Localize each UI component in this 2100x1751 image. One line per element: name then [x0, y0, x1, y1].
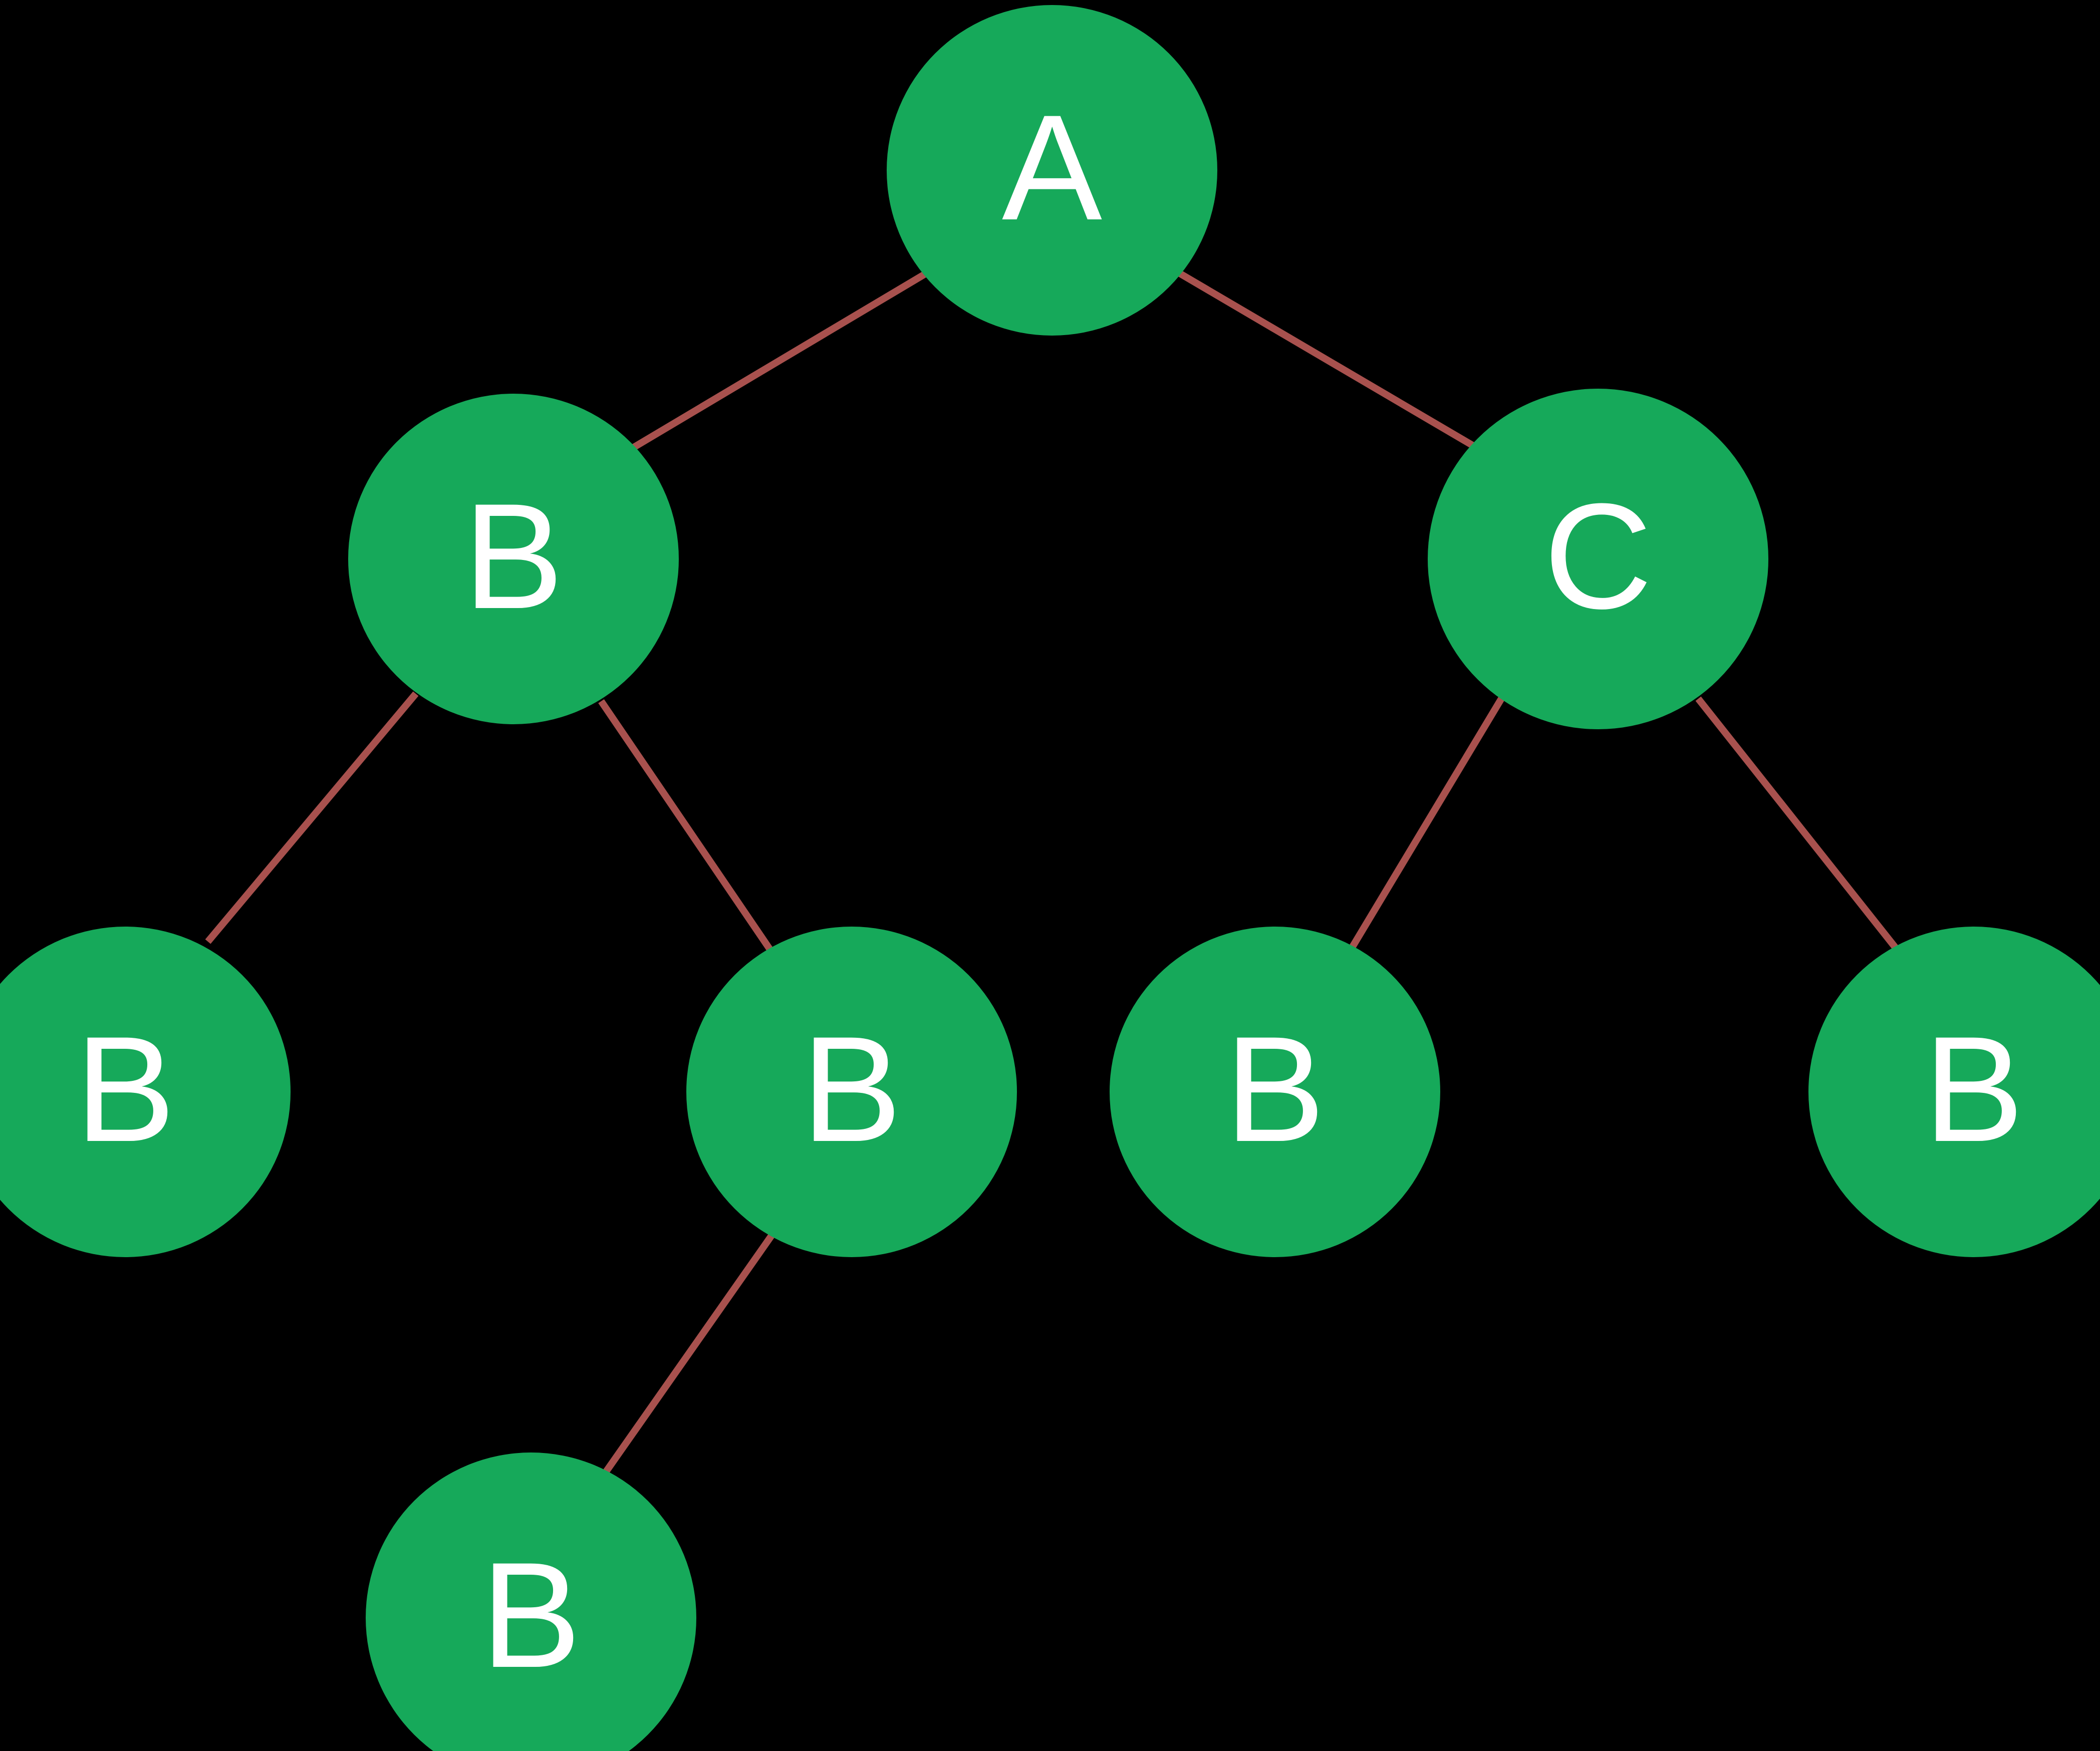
tree-edge	[1173, 267, 1492, 459]
tree-node-b[interactable]: B	[1808, 927, 2100, 1257]
tree-edge	[601, 1230, 777, 1478]
tree-node-label: B	[75, 1005, 176, 1173]
tree-edge	[1695, 696, 1902, 954]
tree-node-label: B	[463, 472, 564, 640]
tree-node-b[interactable]: B	[1110, 927, 1440, 1257]
tree-node-label: B	[1923, 1005, 2024, 1173]
tree-node-b[interactable]: B	[686, 927, 1017, 1257]
tree-node-b[interactable]: B	[0, 927, 291, 1257]
tree-node-a[interactable]: A	[887, 5, 1217, 336]
tree-node-c[interactable]: C	[1428, 389, 1768, 729]
tree-node-label: B	[480, 1531, 582, 1699]
tree-node-b[interactable]: B	[366, 1452, 696, 1751]
tree-edge	[1349, 694, 1506, 949]
tree-node-label: A	[1001, 83, 1103, 251]
tree-node-label: B	[801, 1005, 902, 1173]
tree-edge	[622, 269, 929, 457]
tree-edge	[205, 691, 419, 944]
tree-node-label: B	[1224, 1005, 1326, 1173]
tree-node-b[interactable]: B	[348, 394, 679, 724]
tree-node-label: C	[1543, 472, 1653, 640]
tree-edge	[598, 699, 774, 954]
